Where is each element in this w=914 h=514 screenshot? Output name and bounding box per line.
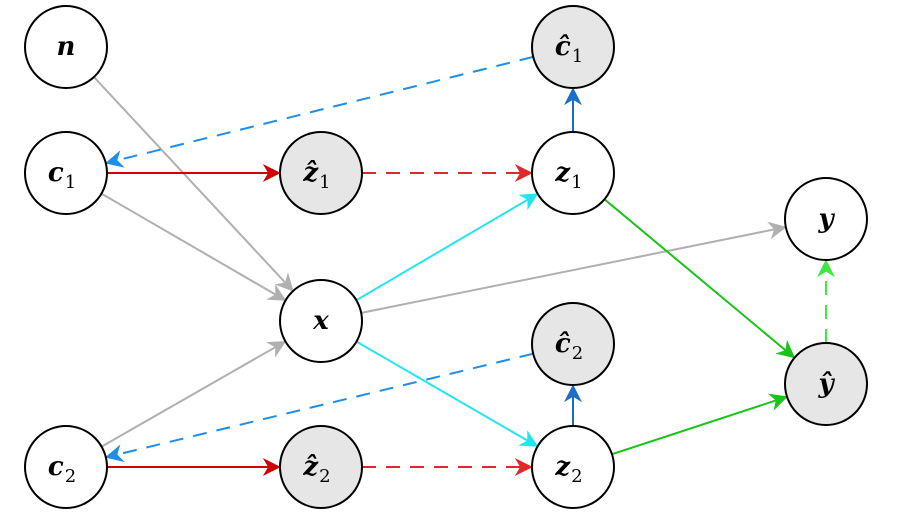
node-c1-subscript: 1	[65, 172, 76, 193]
edge-x-to-z2	[355, 340, 539, 447]
edge-c1hat-to-c1	[105, 55, 534, 168]
node-n-symbol: n	[57, 32, 76, 62]
node-y-label: y	[817, 204, 835, 234]
node-c1: c1	[24, 131, 108, 215]
node-c1hat-circle	[531, 5, 615, 89]
node-c1hat: ĉ1	[531, 5, 615, 89]
node-c2-symbol: c	[48, 452, 64, 482]
node-z2-label: z2	[554, 452, 582, 487]
node-yhat-circle	[784, 342, 868, 426]
edge-x-to-y	[361, 221, 787, 314]
node-y: y	[784, 177, 868, 261]
node-c1hat-symbol: ĉ	[555, 32, 571, 62]
edge-x-to-z1	[355, 193, 539, 302]
edge-c2hat-to-c2	[105, 352, 534, 463]
node-c2hat-subscript: 2	[572, 343, 583, 364]
node-z1-label: z1	[554, 158, 582, 193]
node-c2-circle	[24, 425, 108, 509]
node-c1-label: c1	[48, 158, 76, 193]
node-x: x	[279, 279, 363, 363]
node-z2hat-symbol: ẑ	[302, 452, 319, 482]
node-z2-symbol: z	[554, 452, 571, 482]
node-x-label: x	[312, 306, 329, 336]
edge-z1-to-yhat	[603, 198, 796, 359]
node-n-label: n	[57, 32, 76, 62]
node-z1hat-subscript: 1	[319, 172, 330, 193]
node-z1-subscript: 1	[571, 172, 582, 193]
node-x-circle	[279, 279, 363, 363]
node-z2-circle	[531, 425, 615, 509]
node-z2hat-label: ẑ2	[302, 452, 330, 487]
node-z2-subscript: 2	[571, 466, 582, 487]
node-yhat-label: ŷ	[817, 369, 835, 399]
edge-n-to-x	[93, 76, 294, 292]
node-c2hat: ĉ2	[531, 302, 615, 386]
node-c1-symbol: c	[48, 158, 64, 188]
node-c1-circle	[24, 131, 108, 215]
node-c2: c2	[24, 425, 108, 509]
node-z1hat-circle	[279, 131, 363, 215]
node-z1-symbol: z	[554, 158, 571, 188]
node-c2hat-circle	[531, 302, 615, 386]
node-z2hat-circle	[279, 425, 363, 509]
node-z1hat-label: ẑ1	[302, 158, 330, 193]
node-c1hat-subscript: 1	[572, 46, 583, 67]
edge-c2-to-x	[101, 341, 287, 448]
node-y-symbol: y	[817, 204, 835, 234]
node-z1hat: ẑ1	[279, 131, 363, 215]
edge-z2-to-yhat	[611, 393, 788, 456]
node-z1hat-symbol: ẑ	[302, 158, 319, 188]
node-n: n	[24, 5, 108, 89]
node-z2: z2	[531, 425, 615, 509]
node-z2hat: ẑ2	[279, 425, 363, 509]
node-yhat-symbol: ŷ	[817, 369, 835, 399]
edges-layer	[93, 55, 835, 476]
node-c1hat-label: ĉ1	[555, 32, 583, 67]
node-c2hat-symbol: ĉ	[555, 329, 571, 359]
node-x-symbol: x	[312, 306, 329, 336]
node-z1-circle	[531, 131, 615, 215]
node-z1: z1	[531, 131, 615, 215]
node-yhat: ŷ	[784, 342, 868, 426]
node-c2-subscript: 2	[65, 466, 76, 487]
edge-c1-to-x	[100, 192, 287, 301]
node-z2hat-subscript: 2	[319, 466, 330, 487]
node-c2hat-label: ĉ2	[555, 329, 583, 364]
node-y-circle	[784, 177, 868, 261]
node-c2-label: c2	[48, 452, 76, 487]
node-n-circle	[24, 5, 108, 89]
